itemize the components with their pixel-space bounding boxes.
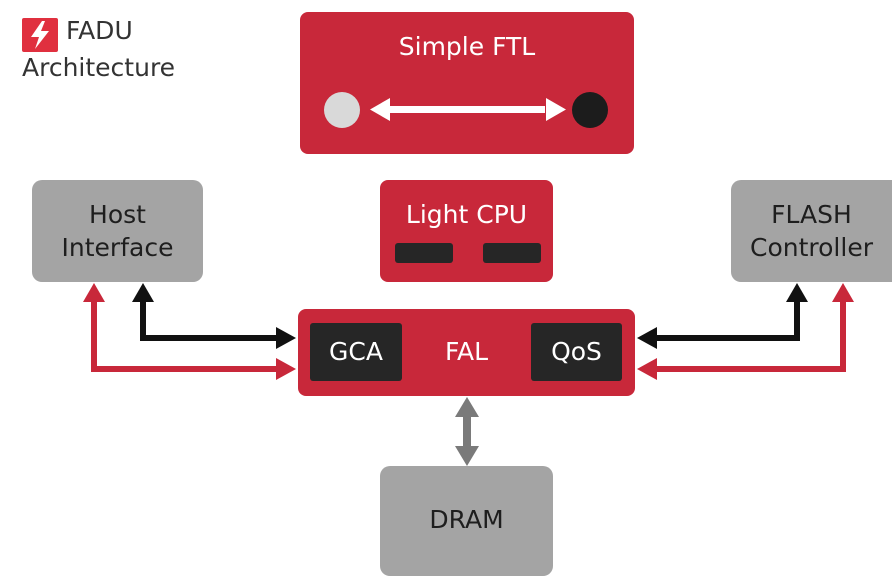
fal-red-arrowhead-left-from-host [276,358,296,380]
fal-block: GCA FAL QoS [298,309,635,396]
flash-label-line2: Controller [750,233,873,262]
fal-red-arrowhead-right [637,358,657,380]
simple-ftl-label: Simple FTL [398,32,536,61]
flash-label-line1: FLASH [771,200,852,229]
fal-label: FAL [444,337,489,366]
light-cpu-block: Light CPU [380,180,553,282]
host-red-arrowhead-up [83,283,105,302]
fal-black-arrowhead-left-from-host [276,327,296,349]
flash-red-arrowhead-up [832,283,854,302]
cpu-core-right [483,243,541,263]
flash-controller-label: FLASH Controller [731,198,892,264]
host-label-line2: Interface [61,233,174,262]
fal-dram-shaft [463,412,471,452]
host-label-line1: Host [89,200,146,229]
flash-black-arrowhead-up [786,283,808,302]
ftl-double-arrow [370,98,566,121]
brand-name: FADU [66,16,133,45]
qos-label: QoS [551,337,602,366]
cpu-core-left [395,243,453,263]
flash-fal-black-arrow [652,298,800,341]
page-subtitle: Architecture [22,53,176,82]
ftl-light-node [324,92,360,128]
light-cpu-label: Light CPU [405,200,528,229]
dram-label: DRAM [429,505,504,534]
gca-label: GCA [329,337,383,366]
fal-dram-arrowhead-up [455,397,479,417]
ftl-dark-node [572,92,608,128]
host-fal-red-arrow [91,298,283,372]
flash-controller-block: FLASH Controller [731,180,892,282]
dram-block: DRAM [380,466,553,576]
connection-arrows [83,92,854,466]
flash-fal-red-arrow [652,298,846,372]
host-interface-block: Host Interface [32,180,203,282]
fal-dram-arrowhead-down [455,446,479,466]
fadu-logo-icon [22,18,58,52]
host-black-arrowhead-up [132,283,154,302]
gca-chip: GCA [310,323,402,381]
simple-ftl-block: Simple FTL [300,12,634,154]
host-interface-label: Host Interface [32,198,203,264]
qos-chip: QoS [531,323,622,381]
fal-black-arrowhead-right [637,327,657,349]
host-fal-black-arrow [140,298,283,341]
